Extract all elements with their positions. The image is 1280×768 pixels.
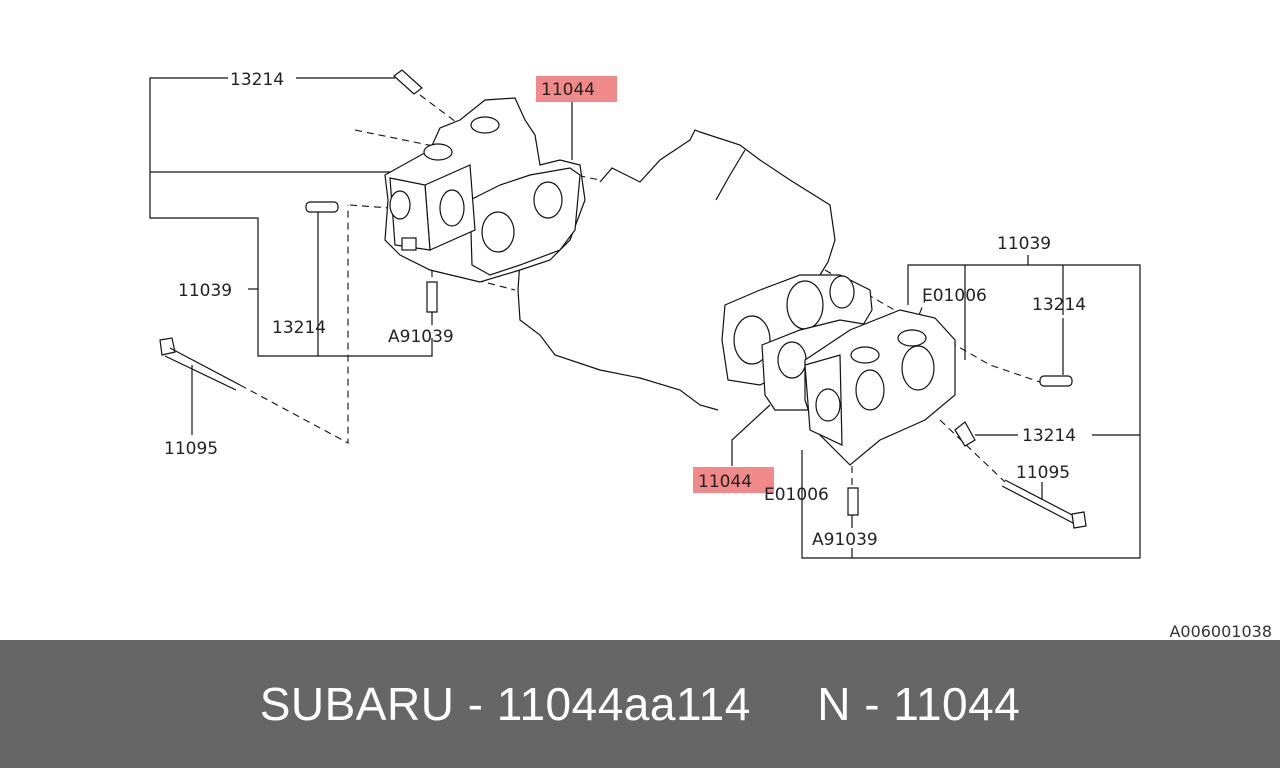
footer-part-number: SUBARU - 11044aa114 N - 11044: [259, 678, 1021, 730]
right-cylinder-head: [721, 274, 956, 466]
reference-code: A006001038: [1169, 622, 1272, 641]
label-11095-left: 11095: [164, 439, 218, 459]
label-E01006-right: E01006: [922, 286, 987, 306]
label-11044-top: 11044: [541, 80, 595, 100]
highlight-11044-top: [536, 76, 617, 102]
label-13214-right-top: 13214: [1032, 295, 1086, 315]
engine-block-outline: [509, 129, 836, 411]
label-11095-right: 11095: [1016, 463, 1070, 483]
label-11044-bottom: 11044: [698, 472, 752, 492]
footer-bar: SUBARU - 11044aa114 N - 11044: [0, 640, 1280, 768]
label-13214-top: 13214: [230, 70, 284, 90]
left-small-parts: [159, 69, 438, 391]
label-13214-mid: 13214: [272, 318, 326, 338]
dashed-leaders: [239, 94, 1041, 485]
highlight-11044-bottom: [693, 467, 774, 493]
parts-diagram: 13214 11044 11039 13214 A91039 11095 110…: [149, 69, 1141, 559]
right-small-parts: [847, 375, 1087, 529]
label-13214-right-mid: 13214: [1022, 426, 1076, 446]
label-A91039-left: A91039: [388, 327, 454, 347]
right-callout-lines: [731, 255, 1141, 559]
label-E01006-bottom: E01006: [764, 485, 829, 505]
label-11039-left: 11039: [178, 281, 232, 301]
left-cylinder-head: [384, 97, 586, 283]
label-11039-right: 11039: [997, 234, 1051, 254]
left-callout-lines: [149, 77, 573, 435]
label-A91039-right: A91039: [812, 530, 878, 550]
